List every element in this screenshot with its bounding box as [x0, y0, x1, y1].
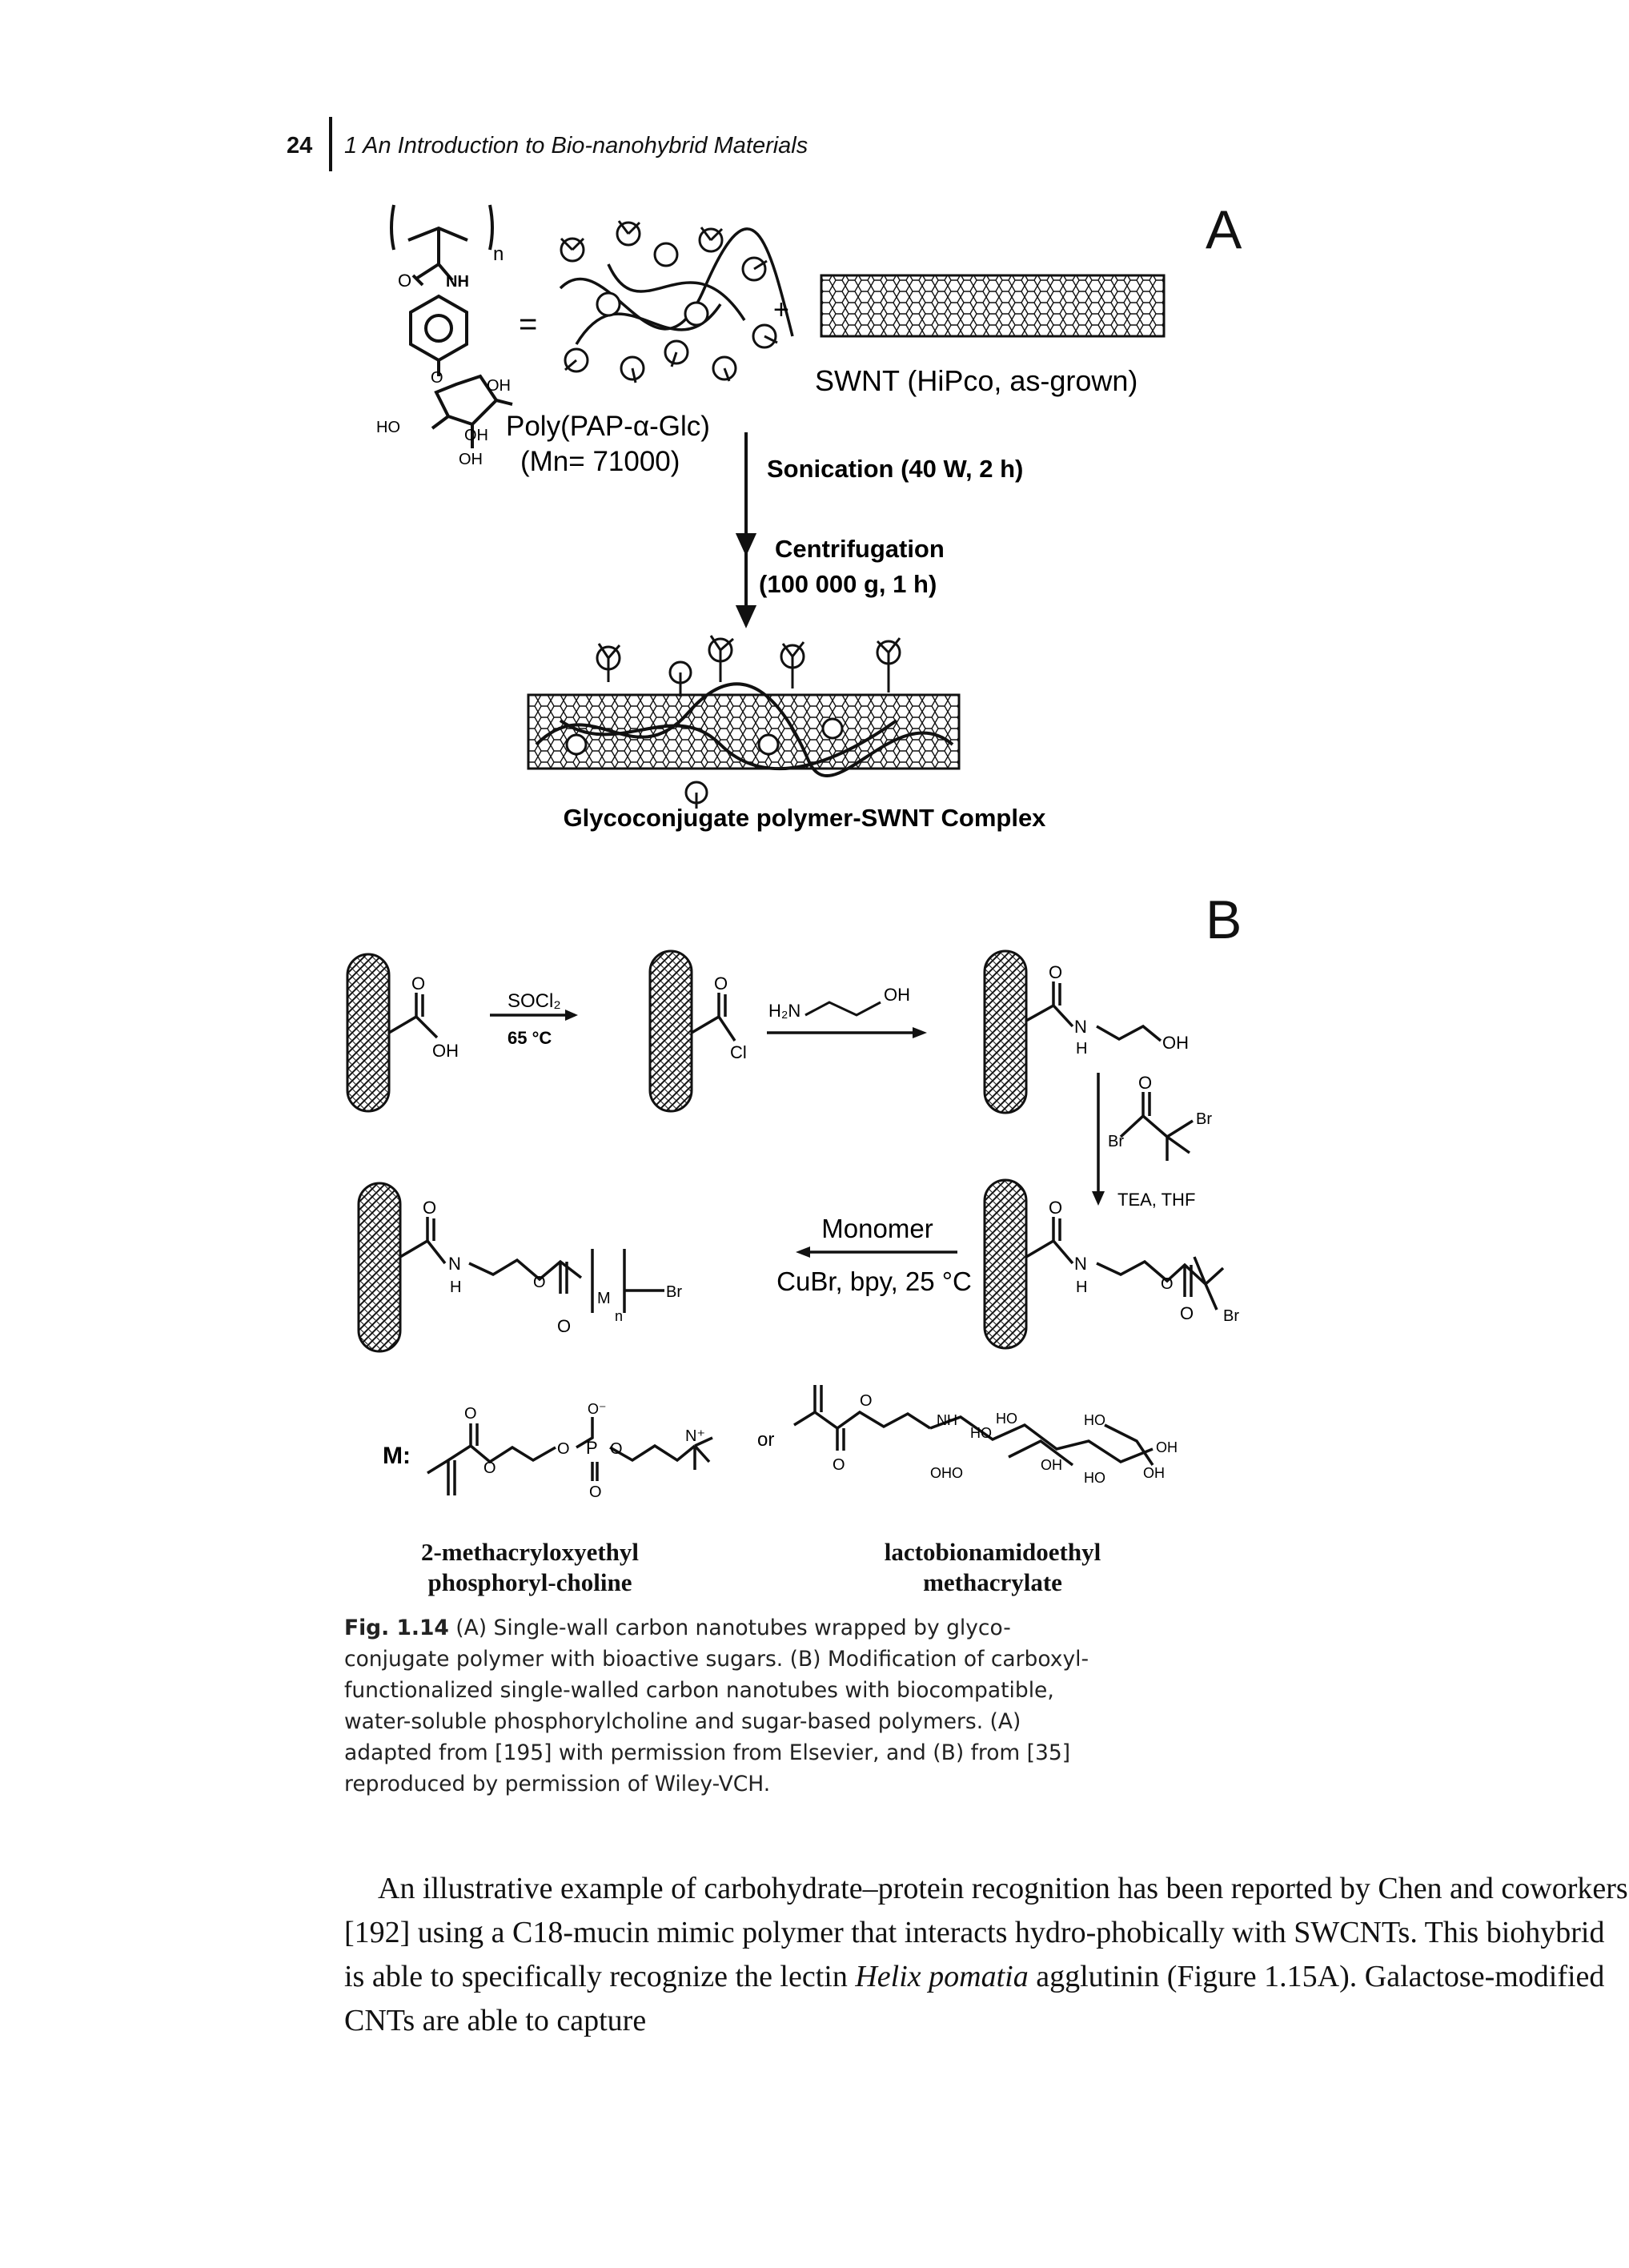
svg-text:Br: Br: [666, 1283, 682, 1301]
svg-text:O⁻: O⁻: [588, 1401, 607, 1417]
svg-text:O: O: [1138, 1073, 1152, 1093]
svg-text:O: O: [1049, 962, 1062, 982]
svg-text:O: O: [833, 1456, 845, 1474]
svg-text:HO: HO: [996, 1411, 1017, 1427]
svg-text:O: O: [411, 973, 425, 994]
svg-text:Br: Br: [1196, 1110, 1212, 1128]
monomer1-label: 2-methacryloxyethyl phosphoryl-choline: [370, 1537, 690, 1598]
svg-text:HO: HO: [1084, 1412, 1105, 1428]
repeat-n: n: [493, 243, 504, 265]
reagent4-bottom: CuBr, bpy, 25 °C: [776, 1266, 972, 1296]
monomer1-line2: phosphoryl-choline: [427, 1568, 632, 1596]
svg-text:P: P: [586, 1438, 598, 1458]
monomer2-line2: methacrylate: [923, 1568, 1062, 1596]
svg-text:O: O: [1049, 1198, 1062, 1218]
polymer-repeat-unit: [390, 204, 513, 448]
caption-text: (A) Single-wall carbon nanotubes wrapped…: [344, 1616, 1089, 1796]
o-label: O: [398, 271, 411, 291]
body-text-before: An illustrative example of carbohydrate–…: [344, 1872, 1628, 1993]
svg-text:O: O: [557, 1316, 571, 1336]
svg-text:H: H: [1076, 1279, 1087, 1296]
monomer1-structure: [427, 1417, 713, 1495]
svg-text:O: O: [714, 973, 728, 994]
plus-sign: +: [773, 295, 789, 325]
svg-text:OH: OH: [432, 1041, 459, 1061]
oh-label: OH: [487, 377, 511, 395]
reagent1-bottom: 65 °C: [508, 1028, 552, 1048]
svg-text:OH: OH: [1162, 1033, 1189, 1053]
svg-text:n: n: [615, 1308, 623, 1324]
svg-text:O: O: [464, 1405, 477, 1423]
svg-text:O: O: [483, 1459, 496, 1477]
ho-label: HO: [376, 419, 400, 436]
m-label: M:: [383, 1443, 411, 1469]
process-arrow: [735, 432, 757, 628]
svg-text:N: N: [1074, 1254, 1087, 1274]
svg-text:M: M: [597, 1290, 611, 1307]
panel-b-figure: O OH SOCl₂ 65 °C O Cl H₂N OH O N H OH O …: [346, 949, 1239, 1501]
panel-b-letter: B: [1206, 889, 1242, 950]
svg-text:O: O: [860, 1392, 873, 1410]
body-italic: Helix pomatia: [855, 1960, 1029, 1993]
svg-text:O: O: [557, 1440, 570, 1458]
monomer2-structure: [793, 1385, 1154, 1467]
body-paragraph: An illustrative example of carbohydrate–…: [344, 1867, 1629, 2043]
svg-text:O: O: [1180, 1303, 1194, 1323]
svg-text:N: N: [1074, 1017, 1087, 1037]
svg-text:O: O: [533, 1274, 546, 1291]
monomer2-line1: lactobionamidoethyl: [884, 1538, 1101, 1566]
complex-tube: [527, 693, 961, 770]
or-label: or: [757, 1429, 774, 1451]
svg-text:OH: OH: [884, 985, 910, 1005]
svg-text:OH: OH: [464, 427, 488, 444]
svg-text:N: N: [448, 1254, 461, 1274]
svg-text:Cl: Cl: [730, 1042, 747, 1062]
reagent3: TEA, THF: [1117, 1190, 1195, 1210]
svg-text:H: H: [1076, 1040, 1087, 1058]
svg-text:Br: Br: [1223, 1307, 1239, 1325]
svg-text:N⁺: N⁺: [685, 1427, 705, 1445]
svg-text:OH: OH: [459, 451, 483, 468]
figure-caption: Fig. 1.14 (A) Single-wall carbon nanotub…: [344, 1612, 1097, 1800]
svg-text:H₂N: H₂N: [768, 1001, 800, 1021]
svg-text:O: O: [423, 1198, 436, 1218]
swnt-tube: [820, 274, 1166, 338]
product-label: Glycoconjugate polymer-SWNT Complex: [564, 804, 1047, 832]
svg-text:HO: HO: [970, 1425, 992, 1441]
svg-text:Br: Br: [1108, 1133, 1124, 1150]
svg-text:NH: NH: [937, 1412, 957, 1428]
panel-a-figure: n NH O OH HO OH OH O = + SWNT (HiPco, as…: [376, 204, 1166, 832]
swnt-label: SWNT (HiPco, as-grown): [815, 364, 1137, 397]
reagent4-top: Monomer: [821, 1214, 933, 1243]
svg-text:O: O: [589, 1483, 602, 1501]
step1: Sonication (40 W, 2 h): [767, 455, 1023, 483]
nanotube-cooh: [346, 953, 391, 1113]
reagent1-top: SOCl₂: [508, 990, 561, 1012]
body-text-after: agglutinin (Figure 1.15A). Galactose-mod…: [344, 1960, 1605, 2037]
header-divider: [329, 117, 332, 171]
sugar-clusters: [560, 221, 777, 381]
svg-text:O: O: [1161, 1275, 1174, 1293]
polymer-name: Poly(PAP-α-Glc): [506, 411, 710, 442]
svg-text:H: H: [450, 1279, 461, 1296]
monomer2-label: lactobionamidoethyl methacrylate: [833, 1537, 1153, 1598]
panel-a-letter: A: [1206, 199, 1242, 260]
equals-sign: =: [519, 307, 537, 342]
svg-text:O: O: [610, 1440, 623, 1458]
polymer-mn: (Mn= 71000): [520, 446, 680, 477]
svg-text:OHO: OHO: [930, 1465, 963, 1481]
monomer1-line1: 2-methacryloxyethyl: [420, 1538, 640, 1566]
svg-text:OH: OH: [1041, 1457, 1062, 1473]
page-number: 24: [287, 133, 313, 159]
running-title: 1 An Introduction to Bio-nanohybrid Mate…: [344, 133, 808, 159]
svg-text:OH: OH: [1143, 1465, 1165, 1481]
svg-text:HO: HO: [1084, 1470, 1105, 1486]
step2-line1: Centrifugation: [775, 535, 945, 563]
caption-label: Fig. 1.14: [344, 1616, 449, 1640]
nh-label: NH: [446, 273, 469, 291]
svg-text:OH: OH: [1156, 1439, 1178, 1455]
step2-line2: (100 000 g, 1 h): [759, 570, 937, 598]
svg-text:O: O: [431, 369, 443, 387]
